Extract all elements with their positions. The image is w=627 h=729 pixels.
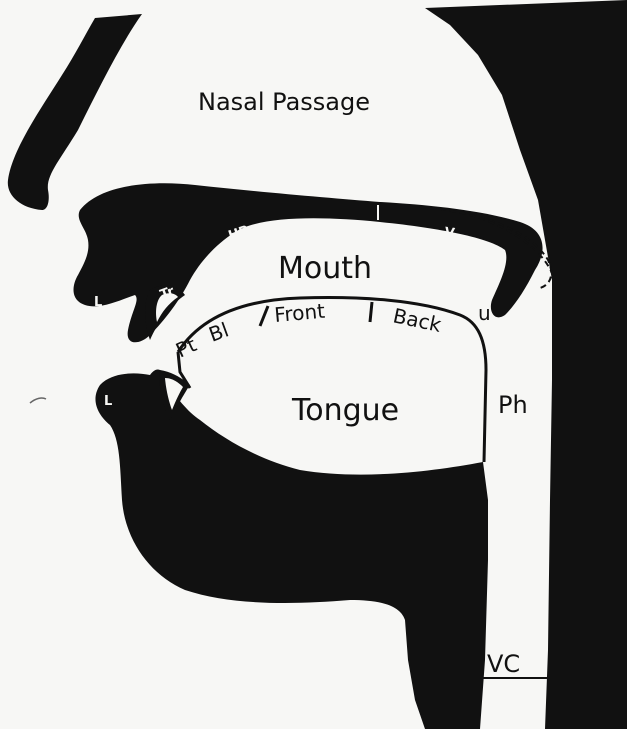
vc-label: VC [487, 650, 520, 678]
front-label: Front [273, 299, 326, 327]
lower-lip-label: L [104, 394, 112, 409]
mouth-label: Mouth [278, 251, 372, 286]
pt-label: Pt [172, 332, 200, 362]
upper-lip-label: L [94, 295, 102, 310]
nasal-passage-label: Nasal Passage [198, 88, 370, 116]
velum-label: V [443, 225, 455, 241]
ph-label: Ph [498, 391, 528, 419]
front-back-divider [370, 302, 372, 322]
tongue-label: Tongue [291, 393, 399, 428]
stray-mark [30, 398, 46, 403]
uvula-label: u [478, 301, 491, 325]
bl-label: Bl [206, 318, 232, 347]
nose-shape [8, 14, 142, 210]
front-blade-divider [260, 306, 268, 326]
